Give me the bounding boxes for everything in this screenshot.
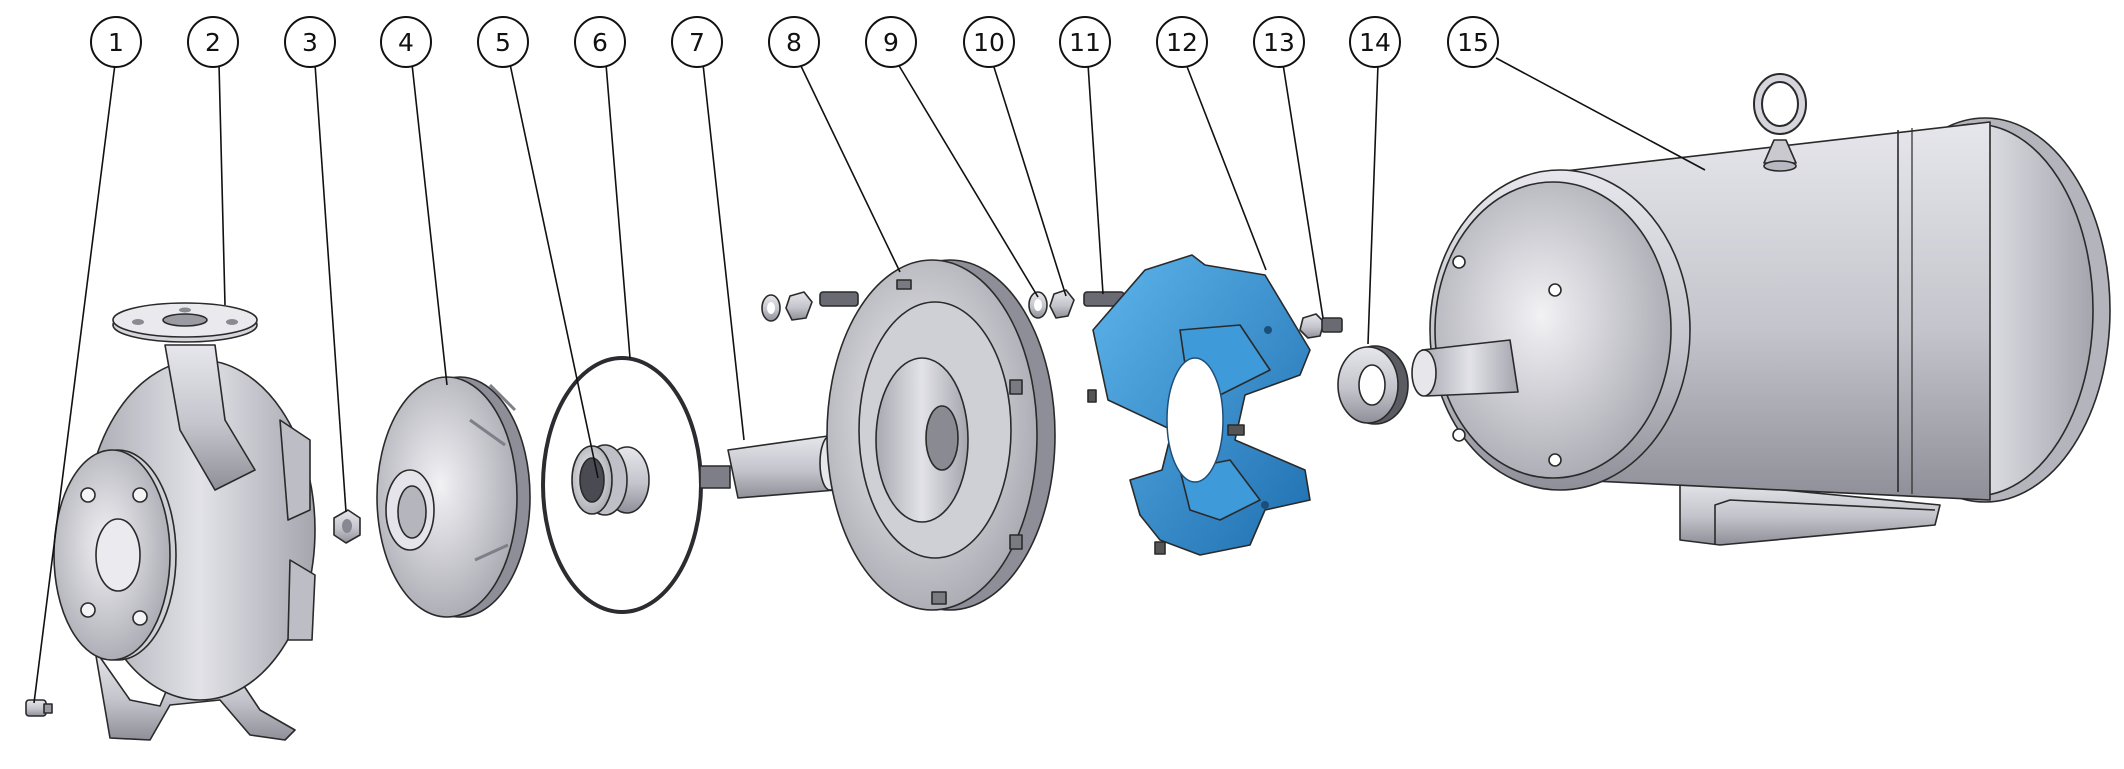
callout-1: 1 xyxy=(90,16,142,68)
callout-label: 15 xyxy=(1457,28,1489,57)
callout-label: 5 xyxy=(495,28,511,57)
leader-line-15 xyxy=(1495,57,1706,171)
part-pump-casing xyxy=(53,302,316,741)
leader-line-10 xyxy=(992,63,1067,297)
callout-label: 1 xyxy=(108,28,124,57)
callout-8: 8 xyxy=(768,16,820,68)
leader-line-12 xyxy=(1185,63,1267,271)
leader-line-3 xyxy=(314,63,347,513)
callout-label: 2 xyxy=(205,28,221,57)
leader-line-5 xyxy=(509,63,599,479)
callout-7: 7 xyxy=(671,16,723,68)
callout-label: 6 xyxy=(592,28,608,57)
callout-bubbles: 1 2 3 4 5 6 7 8 xyxy=(90,16,1499,68)
callout-label: 3 xyxy=(302,28,318,57)
part-washer xyxy=(1028,291,1048,319)
leader-line-14 xyxy=(1367,63,1379,345)
part-mechanical-seal xyxy=(571,444,650,516)
part-bolt xyxy=(1299,313,1343,339)
leader-line-8 xyxy=(799,63,901,273)
leader-line-2 xyxy=(218,63,226,306)
part-small-fasteners xyxy=(761,291,859,322)
callout-4: 4 xyxy=(380,16,432,68)
part-slinger xyxy=(1337,345,1409,425)
callout-label: 7 xyxy=(689,28,705,57)
callout-11: 11 xyxy=(1059,16,1111,68)
part-impeller-nut xyxy=(333,509,361,544)
leader-line-1 xyxy=(33,63,116,704)
callout-9: 9 xyxy=(865,16,917,68)
callout-14: 14 xyxy=(1349,16,1401,68)
part-motor-bracket xyxy=(1087,254,1311,556)
callout-6: 6 xyxy=(574,16,626,68)
callout-2: 2 xyxy=(187,16,239,68)
callout-10: 10 xyxy=(963,16,1015,68)
leader-line-4 xyxy=(411,63,448,386)
leader-line-9 xyxy=(897,63,1039,298)
callout-3: 3 xyxy=(284,16,336,68)
callout-label: 8 xyxy=(786,28,802,57)
leader-line-7 xyxy=(702,63,745,441)
part-electric-motor xyxy=(1411,73,2111,546)
part-impeller xyxy=(376,376,531,618)
callout-label: 13 xyxy=(1263,28,1295,57)
leader-line-6 xyxy=(605,63,631,359)
callout-label: 4 xyxy=(398,28,414,57)
callout-label: 14 xyxy=(1359,28,1391,57)
callout-label: 11 xyxy=(1069,28,1101,57)
part-nut xyxy=(1049,289,1075,319)
part-shaft-sleeve xyxy=(699,435,841,499)
part-adapter-backplate xyxy=(826,259,1056,611)
leader-line-11 xyxy=(1087,63,1104,295)
callout-13: 13 xyxy=(1253,16,1305,68)
callout-label: 10 xyxy=(973,28,1005,57)
part-drain-plug xyxy=(25,699,53,717)
callout-label: 9 xyxy=(883,28,899,57)
leader-lines xyxy=(33,57,1706,704)
callout-5: 5 xyxy=(477,16,529,68)
callout-15: 15 xyxy=(1447,16,1499,68)
callout-label: 12 xyxy=(1166,28,1198,57)
callout-12: 12 xyxy=(1156,16,1208,68)
leader-line-13 xyxy=(1282,63,1324,319)
